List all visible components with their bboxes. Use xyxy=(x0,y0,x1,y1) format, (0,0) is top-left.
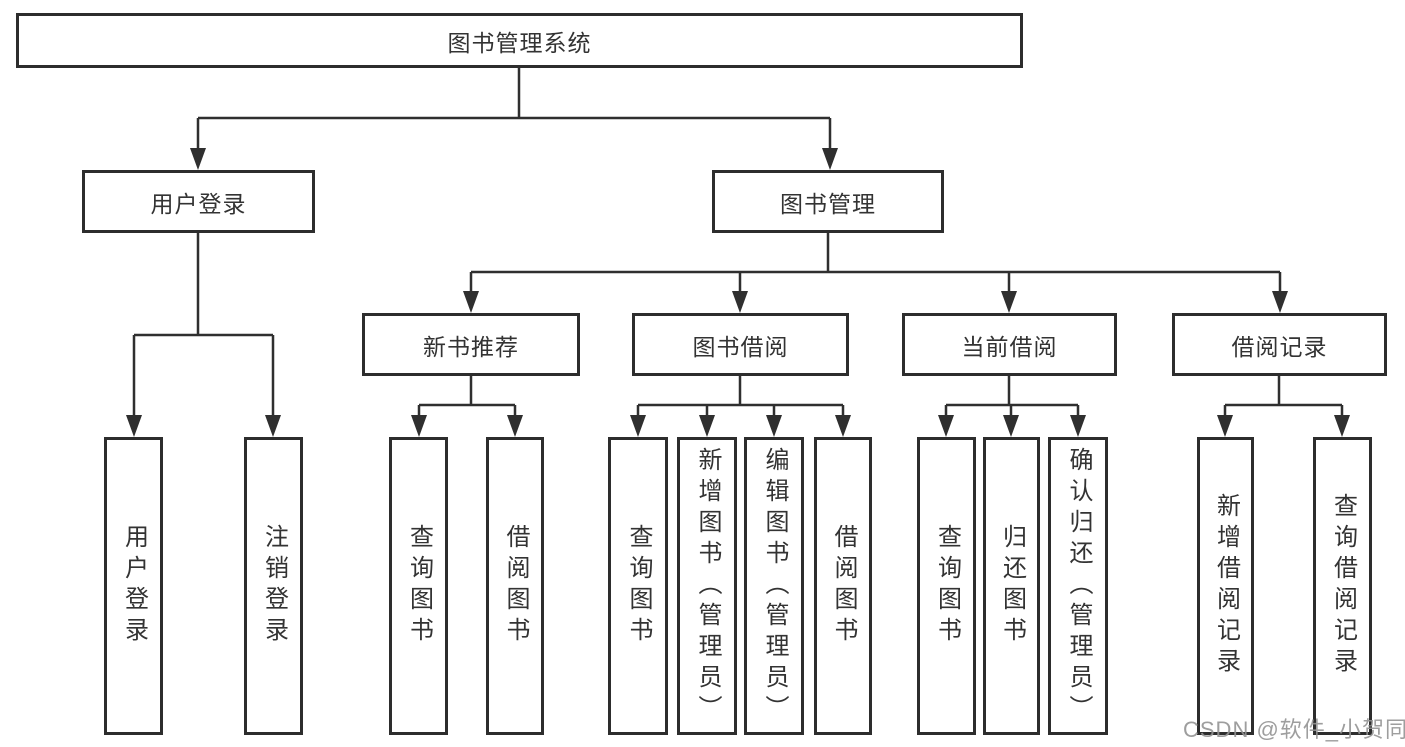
leaf-user-login: 用户登录 xyxy=(104,437,163,735)
leaf-query-books-borrowing: 查询图书 xyxy=(608,437,668,735)
node-borrowing-records: 借阅记录 xyxy=(1172,313,1387,376)
leaf-return-books: 归还图书 xyxy=(983,437,1040,735)
leaf-user-login-label: 用户登录 xyxy=(120,524,148,648)
node-new-book-recommend: 新书推荐 xyxy=(362,313,580,376)
node-root: 图书管理系统 xyxy=(16,13,1023,68)
node-book-borrowing: 图书借阅 xyxy=(632,313,849,376)
leaf-logout: 注销登录 xyxy=(244,437,303,735)
leaf-borrow-books-recommend-label: 借阅图书 xyxy=(502,524,529,648)
leaf-query-books-borrowing-label: 查询图书 xyxy=(625,524,652,648)
leaf-add-borrow-record-label: 新增借阅记录 xyxy=(1212,493,1240,679)
leaf-logout-label: 注销登录 xyxy=(260,524,288,648)
csdn-watermark: CSDN @软件_小贺同学 xyxy=(1183,717,1405,742)
leaf-borrow-books: 借阅图书 xyxy=(814,437,872,735)
node-user-login-label: 用户登录 xyxy=(150,190,247,217)
node-book-management: 图书管理 xyxy=(712,170,944,233)
leaf-borrow-books-recommend: 借阅图书 xyxy=(486,437,544,735)
arrowheads xyxy=(126,148,1350,437)
leaf-add-books-admin: 新增图书（管理员） xyxy=(677,437,737,735)
leaf-edit-books-admin: 编辑图书（管理员） xyxy=(744,437,804,735)
node-book-management-label: 图书管理 xyxy=(780,190,876,217)
leaf-query-books-current: 查询图书 xyxy=(917,437,976,735)
leaf-confirm-return-admin: 确认归还（管理员） xyxy=(1048,437,1108,735)
node-borrowing-records-label: 借阅记录 xyxy=(1231,333,1328,360)
leaf-query-books-recommend-label: 查询图书 xyxy=(405,524,433,648)
leaf-borrow-books-label: 借阅图书 xyxy=(830,524,857,648)
leaf-confirm-return-admin-label: 确认归还（管理员） xyxy=(1065,446,1092,726)
node-new-book-recommend-label: 新书推荐 xyxy=(423,333,519,360)
leaf-query-books-current-label: 查询图书 xyxy=(933,524,961,648)
node-current-borrowing-label: 当前借阅 xyxy=(961,333,1058,360)
leaf-query-books-recommend: 查询图书 xyxy=(389,437,448,735)
leaf-return-books-label: 归还图书 xyxy=(998,524,1026,648)
leaf-add-books-admin-label: 新增图书（管理员） xyxy=(694,446,721,726)
node-user-login: 用户登录 xyxy=(82,170,315,233)
node-root-label: 图书管理系统 xyxy=(447,29,592,56)
leaf-query-borrow-record-label: 查询借阅记录 xyxy=(1329,493,1357,679)
leaf-query-borrow-record: 查询借阅记录 xyxy=(1313,437,1372,735)
leaf-add-borrow-record: 新增借阅记录 xyxy=(1197,437,1254,735)
node-current-borrowing: 当前借阅 xyxy=(902,313,1117,376)
node-book-borrowing-label: 图书借阅 xyxy=(692,333,789,360)
connector-paths xyxy=(132,68,1344,419)
leaf-edit-books-admin-label: 编辑图书（管理员） xyxy=(761,446,788,726)
